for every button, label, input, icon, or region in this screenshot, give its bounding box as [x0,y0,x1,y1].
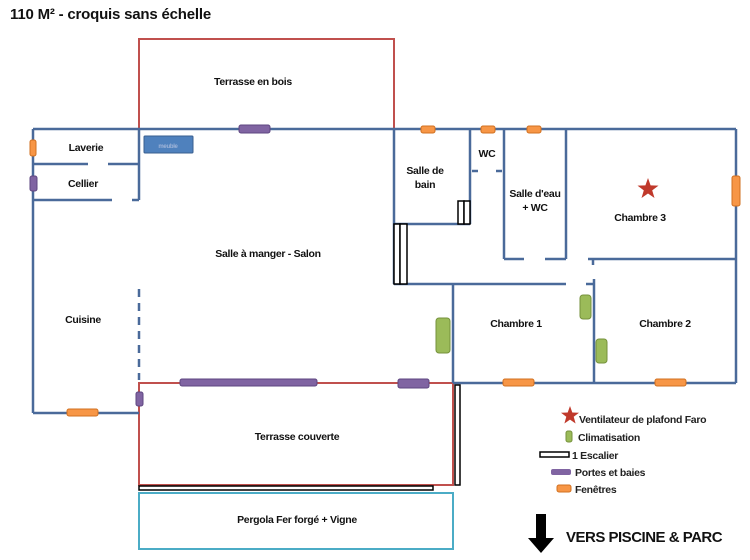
room-label-salle-eau-line1: Salle d'eau [509,188,560,200]
room-label-salon: Salle à manger - Salon [215,248,320,260]
ac-unit-icon [579,294,592,320]
stairs-icon [454,384,461,486]
stairs-icon [399,223,408,285]
legend: Ventilateur de plafond Faro Climatisatio… [539,406,707,496]
door-icon [179,378,318,387]
room-label-terrasse-couverte: Terrasse couverte [255,431,340,443]
doors [29,124,430,407]
direction-indicator: VERS PISCINE & PARC [528,514,723,553]
legend-label-ac: Climatisation [578,432,640,444]
room-label-pergola: Pergola Fer forgé + Vigne [237,514,357,526]
windows [29,125,741,417]
room-label-salle-eau-line2: + WC [522,202,548,214]
window-icon [480,125,496,134]
window-icon [502,378,535,387]
ac-unit-icon [565,430,573,443]
cabinet-box [143,135,194,154]
direction-label: VERS PISCINE & PARC [566,529,723,546]
window-icon [66,408,99,417]
pergola-outline [138,492,454,550]
stairs-icon [539,451,570,458]
plan-title: 110 M² - croquis sans échelle [10,6,211,23]
terrasse-couverte-outline [138,382,454,486]
stairs-icon [393,223,401,285]
room-label-wc: WC [479,148,497,160]
door-icon [551,469,571,475]
window-icon [526,125,542,134]
ac-unit-icon [435,317,451,354]
door-icon [135,391,144,407]
window-icon [556,484,572,493]
star-icon [637,178,659,198]
room-label-chambre2: Chambre 2 [639,318,691,330]
legend-label-fan: Ventilateur de plafond Faro [579,414,706,426]
star-icon [561,406,579,424]
room-label-terrasse-bois: Terrasse en bois [214,76,292,88]
room-label-salle-de-bain-line1: Salle de [406,165,444,177]
stairs-icon [138,485,434,491]
room-label-chambre3: Chambre 3 [614,212,666,224]
window-icon [731,175,741,207]
room-label-chambre1: Chambre 1 [490,318,542,330]
room-label-cellier: Cellier [68,178,98,190]
stairs-icon [457,200,465,225]
legend-label-doors: Portes et baies [575,467,646,479]
ac-units [435,294,608,364]
legend-label-stairs: 1 Escalier [572,450,618,462]
stairs-icon [463,200,471,225]
walls [31,127,738,415]
room-label-salle-de-bain-line2: bain [415,179,435,191]
room-label-cuisine: Cuisine [65,314,101,326]
room-label-laverie: Laverie [69,142,104,154]
window-icon [420,125,436,134]
window-icon [654,378,687,387]
door-icon [238,124,271,134]
door-icon [29,175,38,192]
legend-label-windows: Fenêtres [575,484,617,496]
cabinet-label: meuble [158,144,178,150]
door-icon [397,378,430,389]
stairs [138,200,471,491]
window-icon [29,139,37,157]
arrow-down-icon [528,514,554,553]
ac-unit-icon [595,338,608,364]
